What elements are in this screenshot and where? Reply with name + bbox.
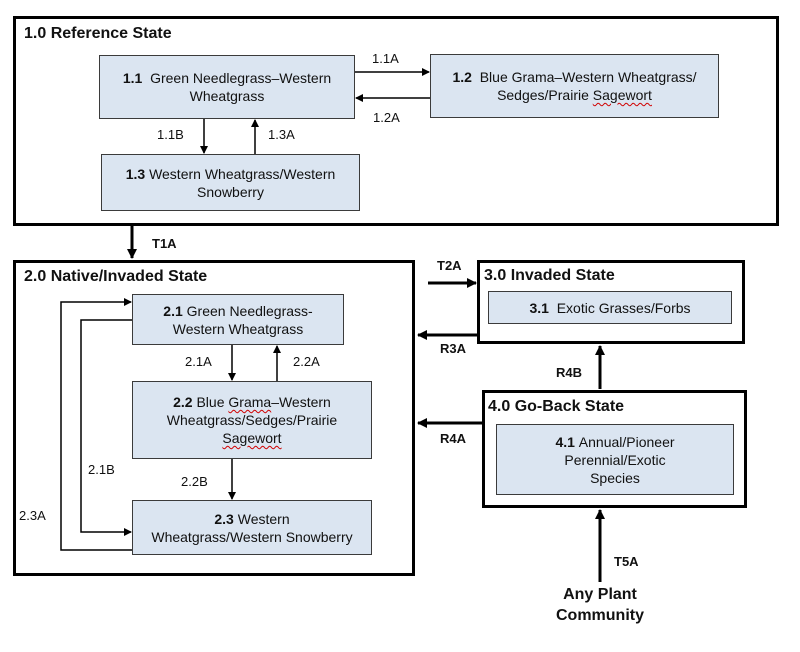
community-1-3-number: 1.3 — [125, 165, 146, 182]
community-2-2-line3: Sagewort — [222, 430, 282, 446]
community-1-3-line2: Snowberry — [197, 183, 264, 200]
community-3-1-line1: Exotic Grasses/Forbs — [556, 299, 691, 316]
community-2-1: 2.1 Green Needlegrass-Western Wheatgrass — [132, 294, 344, 345]
label-1-3a: 1.3A — [268, 127, 295, 142]
state-4-title: 4.0 Go-Back State — [488, 398, 625, 415]
community-2-3-line2: Wheatgrass/Western Snowberry — [151, 528, 353, 545]
community-3-1-number: 3.1 — [529, 299, 549, 316]
community-1-3-line1: Western Wheatgrass/Western — [149, 165, 336, 182]
label-2-1b: 2.1B — [88, 462, 115, 477]
community-2-2-number: 2.2 — [173, 394, 193, 410]
community-2-2-line1-misspelled: Grama — [228, 394, 272, 410]
label-r4a: R4A — [440, 431, 467, 446]
label-2-1a: 2.1A — [185, 354, 212, 369]
community-2-1-line1: Green Needlegrass- — [186, 302, 313, 319]
community-3-1: 3.1 Exotic Grasses/Forbs — [488, 291, 732, 324]
community-2-1-number: 2.1 — [163, 302, 183, 319]
label-2-2b: 2.2B — [181, 474, 208, 489]
label-2-2a: 2.2A — [293, 354, 320, 369]
state-3-title: 3.0 Invaded State — [484, 267, 615, 284]
community-4-1-number: 4.1 — [555, 433, 575, 450]
community-1-2-line2: Sedges/Prairie — [497, 87, 593, 103]
community-1-1-number: 1.1 — [122, 70, 143, 86]
community-2-2-line2: Wheatgrass/Sedges/Prairie — [166, 412, 338, 428]
state-1-title: 1.0 Reference State — [24, 25, 172, 42]
label-t1a: T1A — [152, 236, 177, 251]
label-1-1b: 1.1B — [157, 127, 184, 142]
community-2-2-line1c: –Western — [271, 394, 331, 410]
community-2-1-line2: Western Wheatgrass — [172, 320, 304, 337]
any-plant-line2: Community — [556, 607, 644, 624]
community-2-2-line1a: Blue — [196, 394, 229, 410]
community-1-2-line1: Blue Grama–Western Wheatgrass/ — [479, 69, 697, 85]
label-1-2a: 1.2A — [373, 110, 400, 125]
arrow-2-1b — [80, 319, 132, 536]
community-4-1-line2: Perennial/Exotic — [564, 451, 666, 468]
community-1-1-line1: Green Needlegrass–Western — [150, 70, 332, 86]
community-1-2: 1.2 Blue Grama–Western Wheatgrass/Sedges… — [430, 54, 719, 118]
community-2-3-line1: Western — [237, 510, 290, 527]
label-t5a: T5A — [614, 554, 639, 569]
label-t2a: T2A — [437, 258, 462, 273]
community-1-2-line2-misspelled: Sagewort — [592, 87, 652, 103]
community-1-2-number: 1.2 — [452, 69, 472, 85]
any-plant-line1: Any Plant — [563, 586, 637, 603]
arrow-2-3a — [60, 298, 132, 551]
label-r3a: R3A — [440, 341, 467, 356]
community-4-1-line1: Annual/Pioneer — [578, 433, 675, 450]
community-2-3-number: 2.3 — [214, 510, 234, 527]
state-2-title: 2.0 Native/Invaded State — [24, 268, 208, 285]
any-plant-community: Any Plant Community — [530, 584, 670, 626]
label-r4b: R4B — [556, 365, 583, 380]
label-1-1a: 1.1A — [372, 51, 399, 66]
label-2-3a: 2.3A — [19, 508, 46, 523]
community-4-1-line3: Species — [590, 469, 640, 486]
community-1-1-line2: Wheatgrass — [189, 88, 265, 104]
